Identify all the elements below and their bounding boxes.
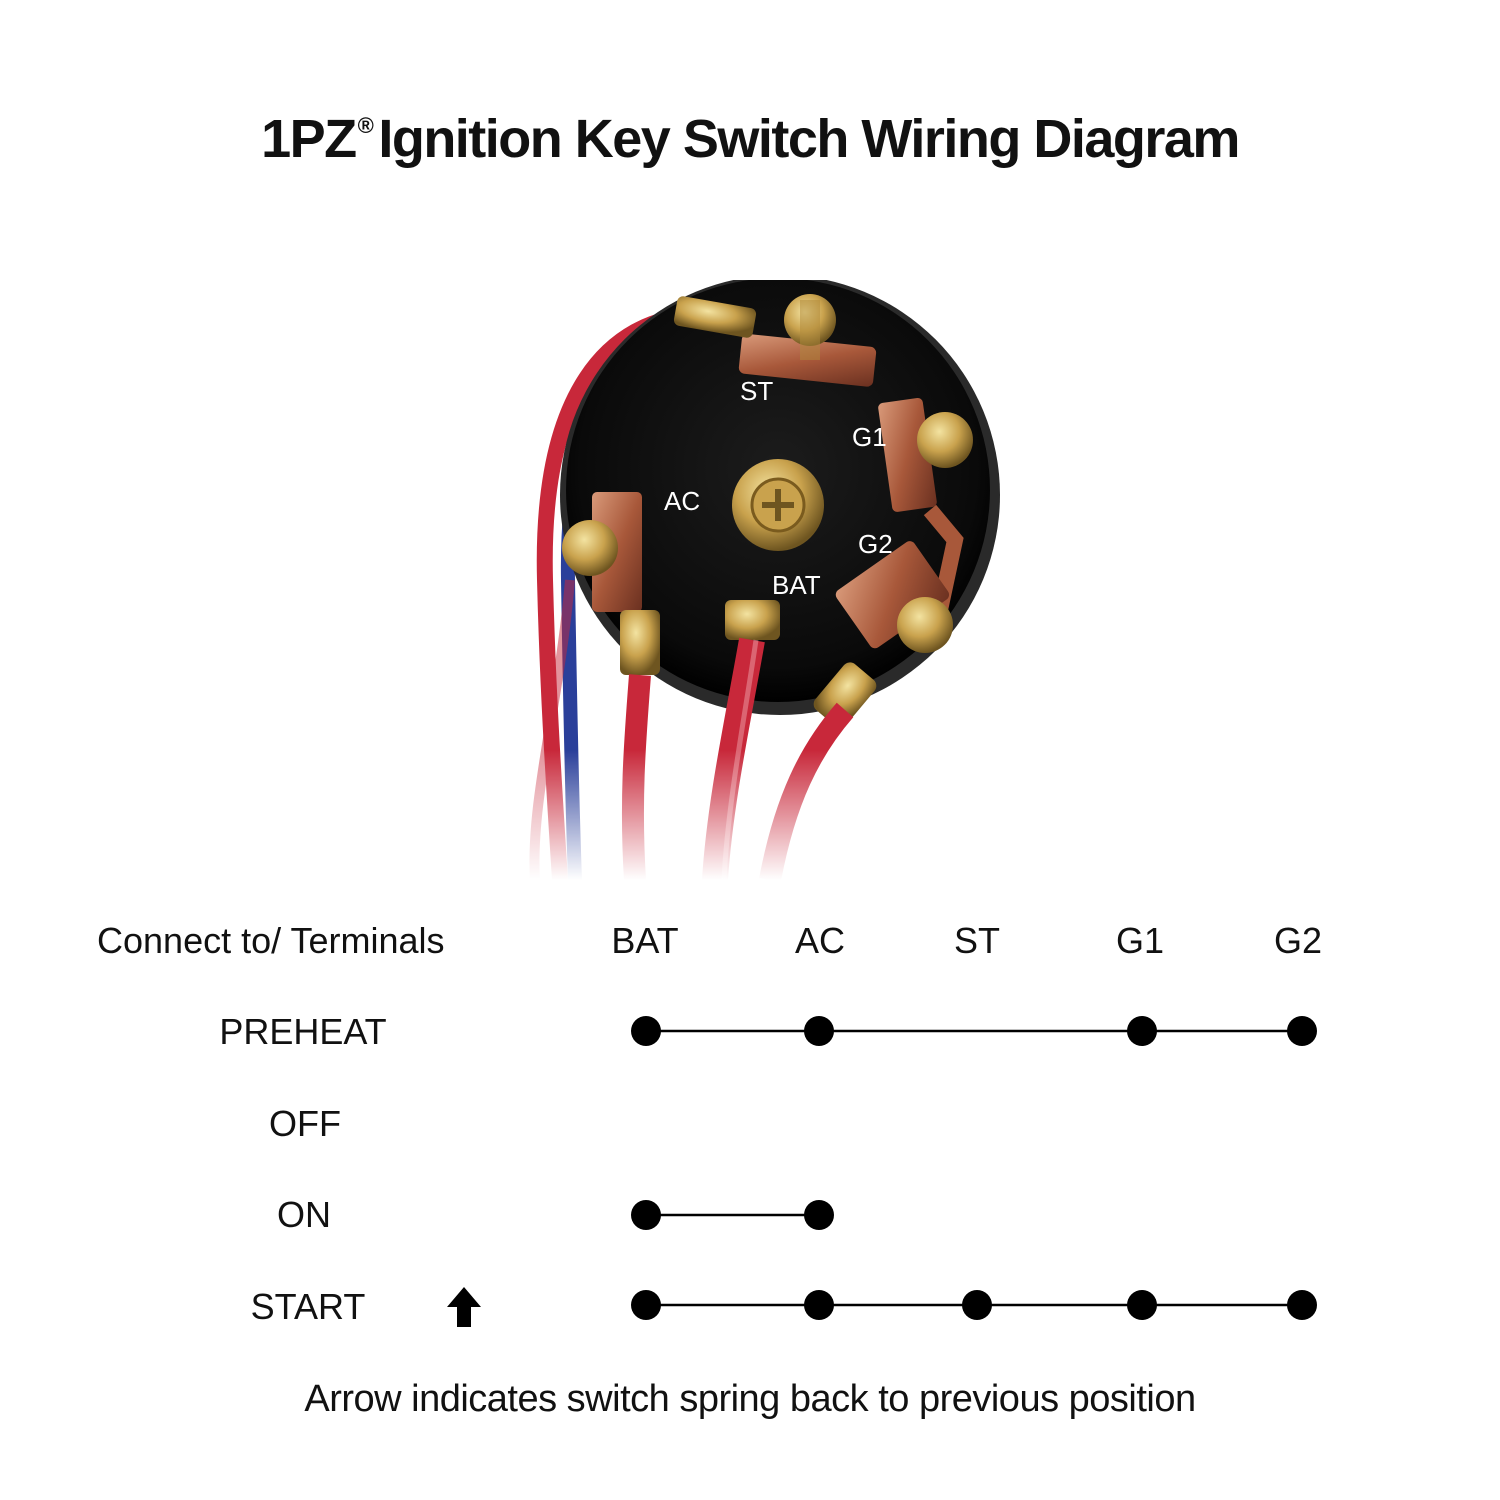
- row-label-start: START: [250, 1286, 366, 1327]
- connection-dot-ac: [804, 1016, 834, 1046]
- connection-dot-bat: [631, 1290, 661, 1320]
- connection-dot-bat: [631, 1016, 661, 1046]
- brand-name: 1PZ: [261, 109, 357, 169]
- title-text: Ignition Key Switch Wiring Diagram: [378, 109, 1240, 169]
- connect-to-terminals-header: Connect to/ Terminals: [97, 920, 445, 961]
- terminal-header-g2: G2: [1273, 920, 1323, 961]
- page-title: 1PZ®Ignition Key Switch Wiring Diagram: [0, 108, 1500, 170]
- photo-label-ac: AC: [664, 486, 700, 516]
- footnote: Arrow indicates switch spring back to pr…: [304, 1378, 1196, 1420]
- photo-label-g1: G1: [852, 422, 887, 452]
- connection-dot-ac: [804, 1290, 834, 1320]
- connection-dot-g2: [1287, 1290, 1317, 1320]
- terminal-header-g1: G1: [1115, 920, 1165, 961]
- terminal-header-st: ST: [953, 920, 1001, 961]
- row-label-off: OFF: [269, 1103, 341, 1144]
- connection-dot-g1: [1127, 1016, 1157, 1046]
- registered-mark: ®: [357, 113, 374, 138]
- connection-dot-st: [962, 1290, 992, 1320]
- photo-label-bat: BAT: [772, 570, 821, 600]
- row-label-preheat: PREHEAT: [219, 1011, 387, 1052]
- ignition-switch-photo: ST G1 AC G2 BAT: [500, 280, 1040, 880]
- terminal-header-bat: BAT: [611, 920, 679, 961]
- spring-return-arrow-icon: [447, 1287, 481, 1327]
- photo-label-g2: G2: [858, 529, 893, 559]
- connection-dot-g1: [1127, 1290, 1157, 1320]
- connection-dot-g2: [1287, 1016, 1317, 1046]
- connection-dot-ac: [804, 1200, 834, 1230]
- connection-dot-bat: [631, 1200, 661, 1230]
- photo-label-st: ST: [740, 376, 773, 406]
- terminal-header-ac: AC: [794, 920, 846, 961]
- row-label-on: ON: [277, 1194, 331, 1235]
